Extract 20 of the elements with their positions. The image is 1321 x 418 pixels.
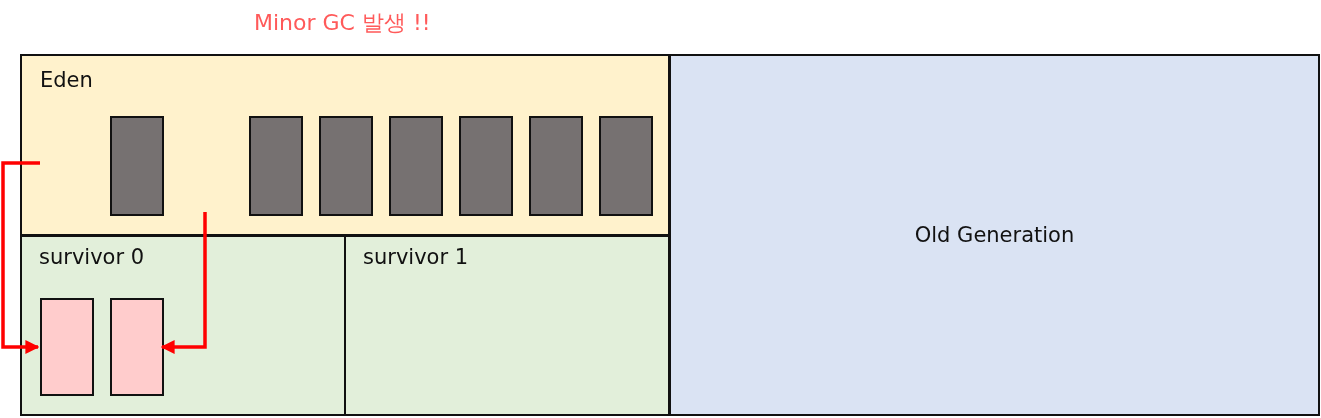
survivor-region xyxy=(344,235,670,416)
object-block xyxy=(110,116,164,216)
object-block xyxy=(40,298,94,396)
object-block xyxy=(529,116,583,216)
region-label: survivor 1 xyxy=(363,245,469,269)
old-generation-region xyxy=(669,54,1320,416)
object-block xyxy=(459,116,513,216)
object-block xyxy=(249,116,303,216)
arrow xyxy=(1,161,40,354)
region-label: Old Generation xyxy=(914,223,1075,247)
object-block xyxy=(599,116,653,216)
object-block xyxy=(389,116,443,216)
eden-region xyxy=(20,54,670,236)
region-label: survivor 0 xyxy=(39,245,145,269)
heading: Minor GC 발생 !! xyxy=(254,9,431,37)
object-block xyxy=(319,116,373,216)
arrow xyxy=(160,212,207,354)
object-block xyxy=(110,298,164,396)
region-label: Eden xyxy=(40,68,93,92)
survivor-region xyxy=(20,235,346,416)
